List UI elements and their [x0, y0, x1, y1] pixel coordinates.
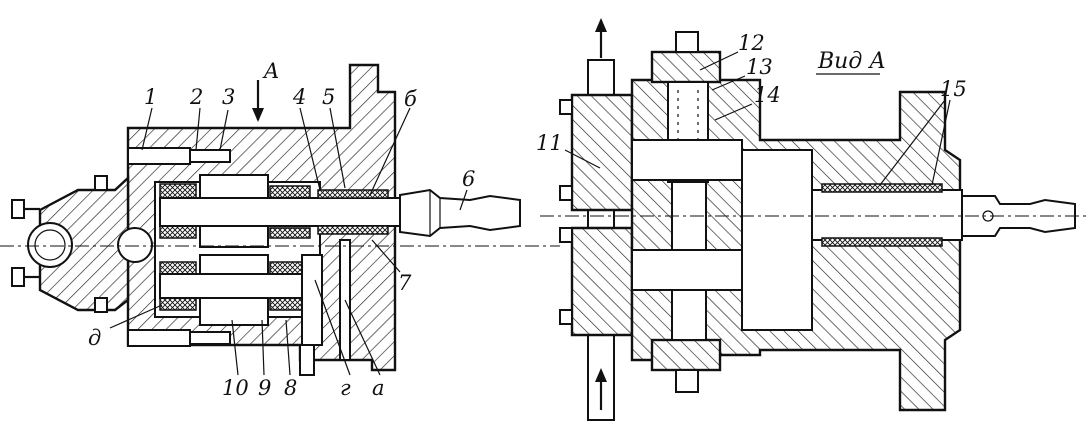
label-2: 2 [189, 85, 203, 109]
label-3: 3 [222, 85, 235, 109]
label-b-small: б [404, 87, 417, 111]
label-7: 7 [398, 271, 412, 295]
relief-channel [301, 254, 323, 346]
lower-port [631, 249, 743, 291]
seal-bottom-right [821, 237, 943, 247]
bushing-upper-right-b [269, 227, 311, 239]
label-d: д [88, 326, 101, 350]
seal-top-right [821, 183, 943, 193]
bushing-upper-left [159, 183, 197, 199]
view-marker-a: A [262, 59, 279, 83]
inlet-bore [117, 227, 153, 263]
right-view-a: Вид А 12 13 14 11 15 [536, 18, 1086, 421]
upper-port [631, 139, 743, 181]
bushing-upper-right [269, 185, 311, 199]
drain-plug [299, 344, 315, 376]
label-1: 1 [144, 85, 157, 109]
cover-bolts [11, 175, 108, 313]
left-section-view: 1 2 3 4 5 б 6 7 д 10 9 8 г а A [0, 59, 560, 400]
bushing-lower-right-b [269, 297, 307, 311]
shaft-seal-top [317, 189, 389, 199]
bottom-screw [675, 369, 699, 393]
label-13: 13 [746, 55, 773, 79]
label-a: а [372, 376, 385, 400]
bottom-cap [650, 338, 722, 372]
inlet-block [38, 175, 130, 312]
label-10: 10 [222, 376, 249, 400]
leader-lines [109, 107, 468, 376]
label-12: 12 [738, 31, 765, 55]
right-leader-lines [564, 51, 951, 186]
label-5: 5 [322, 85, 335, 109]
flange-upper [570, 93, 634, 212]
label-4: 4 [292, 85, 306, 109]
label-14: 14 [754, 83, 781, 107]
bushing-lower-left-b [159, 297, 197, 311]
housing-bolts [127, 147, 231, 347]
bushing-lower-right [269, 261, 307, 275]
drive-shaft [159, 197, 401, 227]
shaft-extension [399, 188, 521, 238]
drive-shaft-right [811, 189, 963, 241]
flange-lower [570, 226, 634, 337]
view-title: Вид А [817, 49, 886, 74]
gear-body [741, 149, 813, 331]
label-15: 15 [940, 77, 967, 101]
valve-cap [650, 50, 722, 84]
valve-screw [675, 31, 699, 53]
shaft-seal-bottom [317, 225, 389, 235]
label-8: 8 [284, 376, 297, 400]
bushing-upper-left-b [159, 225, 197, 239]
label-11: 11 [536, 131, 563, 155]
bushing-lower-left [159, 261, 197, 275]
label-g: г [340, 376, 351, 400]
flange-bolts [559, 99, 573, 325]
driven-shaft [159, 273, 311, 299]
label-9: 9 [258, 376, 271, 400]
label-6: 6 [462, 167, 475, 191]
